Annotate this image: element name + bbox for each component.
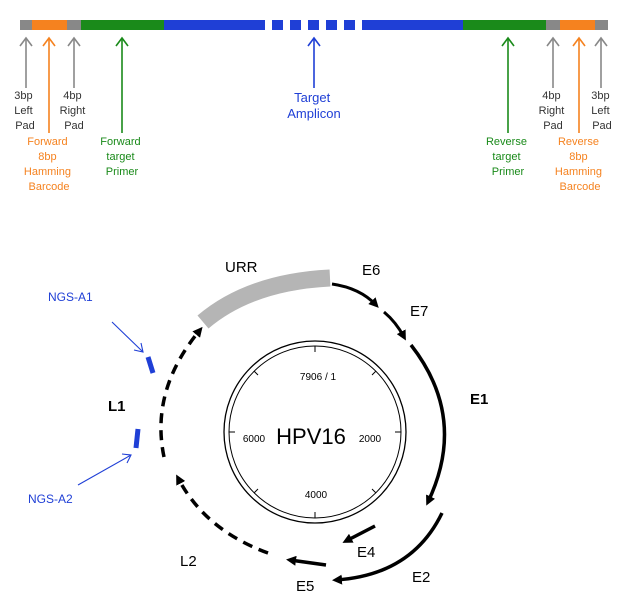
up-arrow-left-pad [19,36,33,88]
up-arrow-target [307,36,321,88]
forward-primer-segment [81,20,164,30]
right-barcode-segment [560,20,595,30]
e7-gene-arrow [383,310,406,341]
amplicon-dash [326,20,337,30]
ngs-pointers [77,321,144,486]
l1-gene-arrow [159,326,203,458]
ngs-a1-probe [145,356,156,374]
construct-bar [20,20,608,30]
e6-gene-arrow [331,282,379,308]
amplicon-dash [290,20,301,30]
e7-label: E7 [410,303,428,320]
reverse-primer-segment [463,20,546,30]
l1-label: L1 [108,398,126,415]
forward-primer-label: Forward target Primer [100,136,143,178]
up-arrow-reverse-primer [501,36,515,133]
genome-outer-ring [223,340,407,524]
ngs-a2-probe [133,428,141,449]
e2-gene-arrow [332,512,444,585]
e4-label: E4 [357,544,375,561]
l2-label: L2 [180,553,197,570]
e5-gene-arrow [286,555,327,567]
urr-region [197,269,331,329]
urr-label: URR [225,259,258,276]
e6-label: E6 [362,262,380,279]
left-right-pad-segment [67,20,81,30]
left-barcode-segment [32,20,67,30]
reverse-primer-label: Reverse target Primer [486,136,530,178]
up-arrow-right-left-pad [594,36,608,88]
right-right-pad-segment [546,20,560,30]
e5-label: E5 [296,578,314,595]
amplicon-dash [272,20,283,30]
amplicon-dash [344,20,355,30]
up-arrow-left-right-pad [67,36,81,88]
e1-label: E1 [470,391,488,408]
ngs-a2-label: NGS-A2 [28,492,73,506]
construct-arrows [19,36,608,133]
e1-gene-arrow [409,343,447,506]
e2-label: E2 [412,569,430,586]
tick-label-top: 7906 / 1 [300,372,337,383]
up-arrow-forward-primer [115,36,129,133]
left-pad-label: 3bp Left Pad [14,90,35,132]
right-barcode-label: Reverse 8bp Hamming Barcode [555,136,605,193]
up-arrow-right-barcode [572,36,586,133]
e4-gene-arrow [342,524,376,543]
l2-gene-arrow [176,474,269,555]
tick-label-bottom: 4000 [305,490,328,501]
right-right-pad-label: 4bp Right Pad [539,90,568,132]
genome-name: HPV16 [276,424,346,449]
left-pad-segment [20,20,32,30]
ngs-a1-label: NGS-A1 [48,290,93,304]
right-left-pad-label: 3bp Left Pad [591,90,612,132]
tick-label-right: 2000 [359,434,382,445]
amplicon-segment-left [164,20,265,30]
tick-label-left: 6000 [243,434,266,445]
construct-labels: 3bp Left Pad 4bp Right Pad Forward 8bp H… [14,90,612,193]
up-arrow-left-barcode [42,36,56,133]
gene-labels: URR E6 E7 E1 E2 E4 E5 L2 L1 [108,259,488,595]
genome-ticks [229,346,401,518]
amplicon-dash [308,20,319,30]
genome-map: 7906 / 1 2000 4000 6000 HPV16 [28,259,488,595]
left-barcode-label: Forward 8bp Hamming Barcode [24,136,74,193]
left-right-pad-label: 4bp Right Pad [60,90,89,132]
target-amplicon-label: Target Amplicon [287,90,340,121]
probe-labels: NGS-A1 NGS-A2 [28,290,93,506]
right-left-pad-segment [595,20,608,30]
amplicon-segment-right [362,20,463,30]
up-arrow-right-right-pad [546,36,560,88]
